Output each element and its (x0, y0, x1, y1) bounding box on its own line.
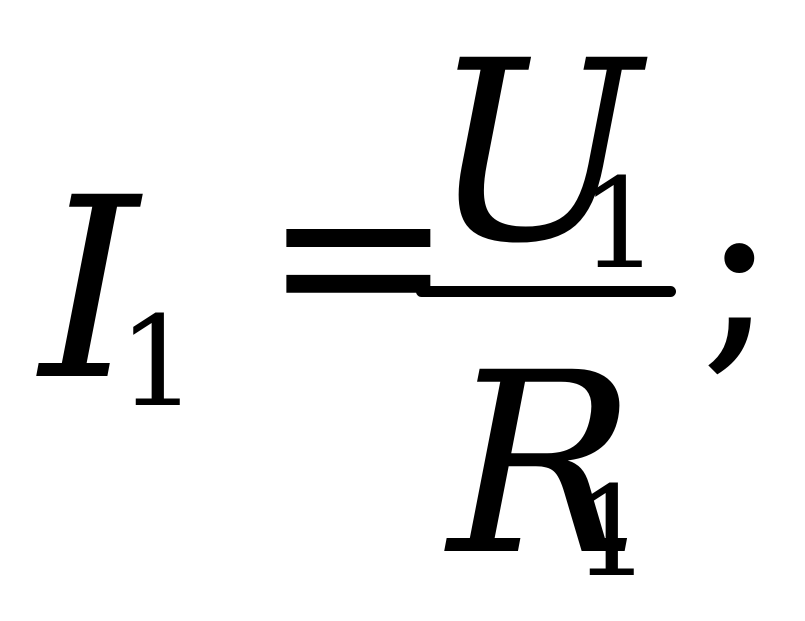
denominator-symbol: R (448, 319, 637, 610)
denominator-subscript: 1 (572, 460, 652, 605)
semicolon: ; (700, 131, 778, 398)
equals-sign: = (262, 121, 455, 388)
lhs-subscript: 1 (118, 290, 198, 435)
numerator-subscript: 1 (580, 152, 660, 297)
fraction-bar (416, 286, 676, 297)
numerator-symbol: U (430, 7, 641, 298)
lhs-symbol: I (40, 144, 139, 435)
